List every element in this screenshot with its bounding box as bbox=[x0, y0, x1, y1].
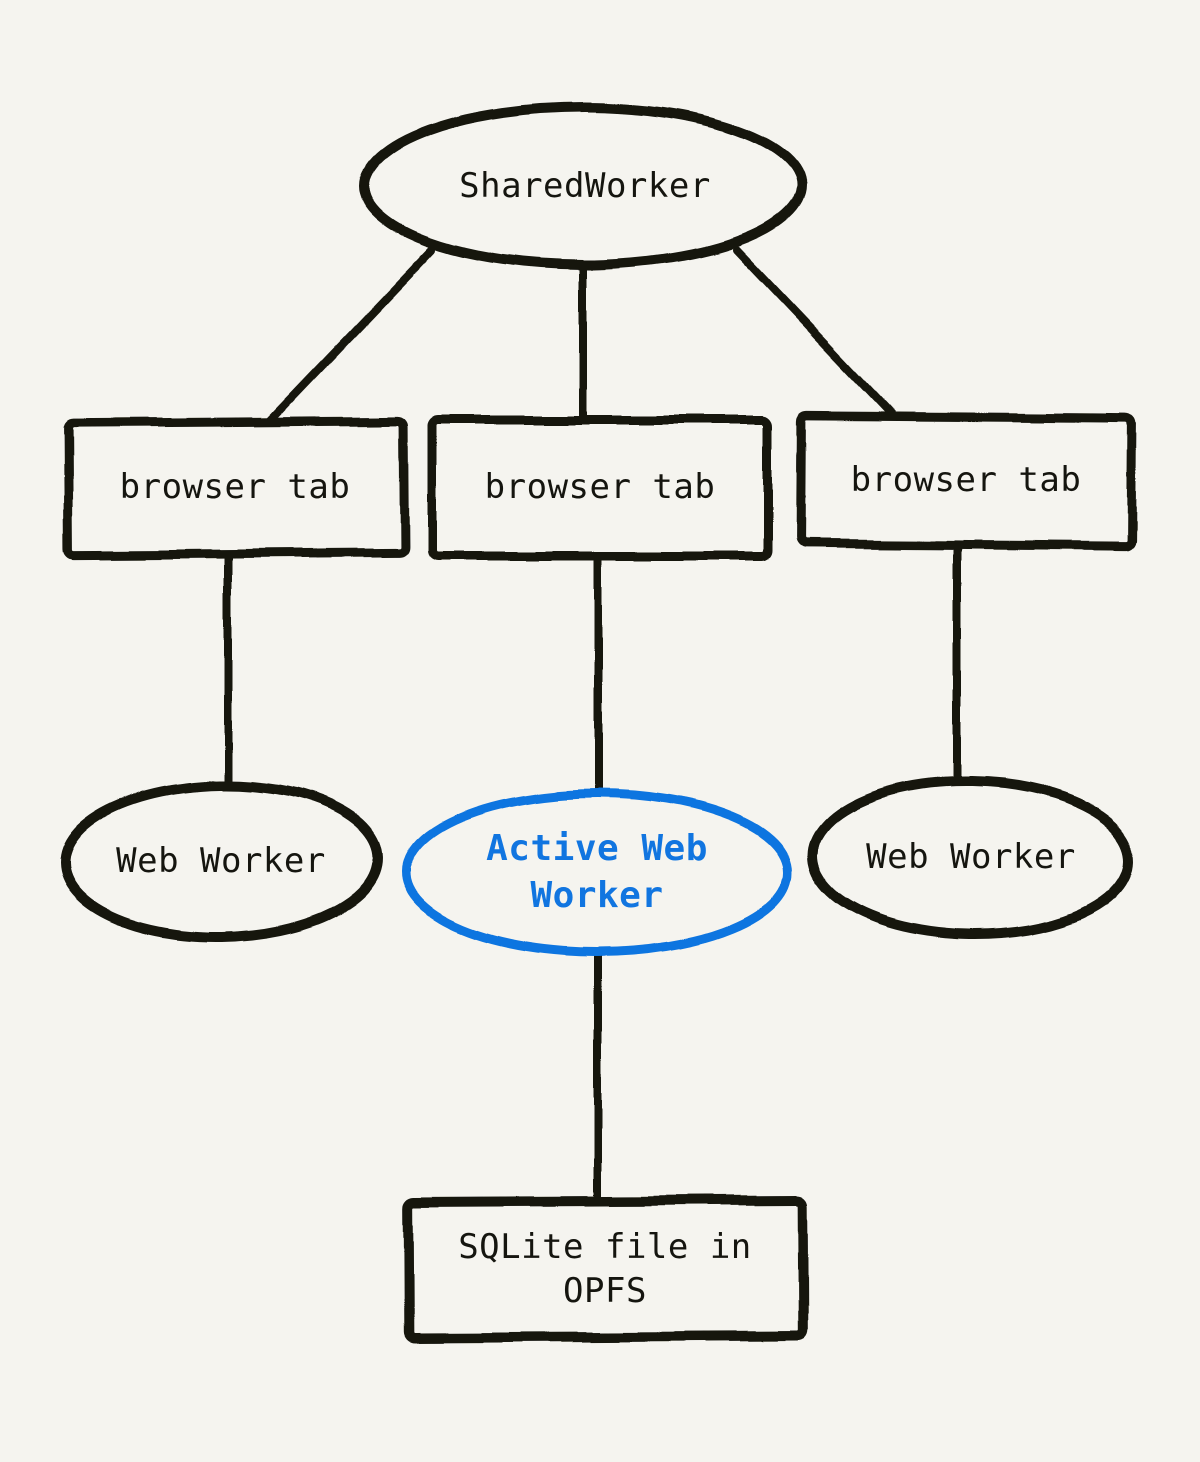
worker-active-ellipse bbox=[401, 789, 793, 957]
shared-worker-ellipse bbox=[360, 102, 806, 270]
edge-sharedworker-tab-left bbox=[263, 246, 436, 427]
worker-left-ellipse bbox=[59, 779, 383, 943]
edge-sharedworker-tab-right bbox=[732, 246, 902, 425]
worker-right-ellipse bbox=[808, 776, 1134, 940]
sqlite-file-rect bbox=[403, 1195, 809, 1343]
browser-tab-left-rect bbox=[63, 416, 409, 560]
browser-tab-right-rect bbox=[796, 411, 1136, 551]
browser-tab-center-rect bbox=[427, 415, 773, 561]
